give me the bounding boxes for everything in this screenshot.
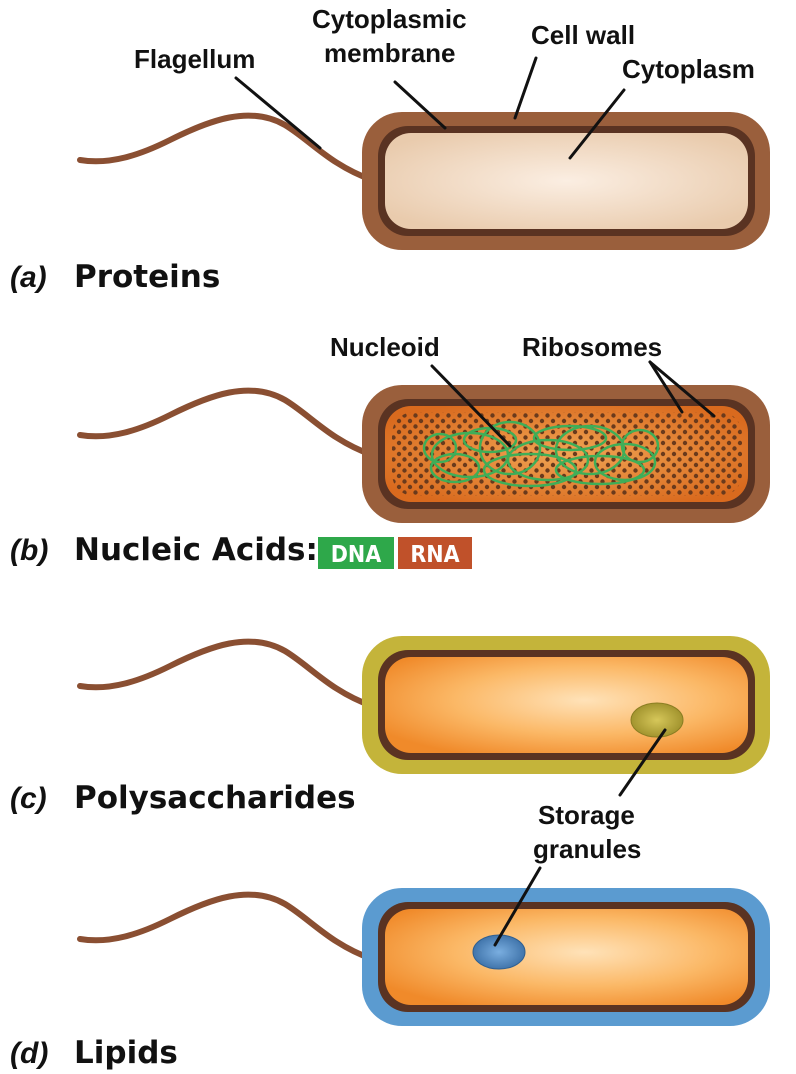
label-membrane-line2: membrane xyxy=(324,38,456,68)
panel-d: (d) Lipids xyxy=(10,868,770,1071)
leader-cell-wall xyxy=(515,58,536,118)
flagellum-d xyxy=(80,895,372,959)
cytoplasm-a xyxy=(385,133,748,229)
flagellum-a xyxy=(80,116,372,180)
panel-a: Flagellum Cytoplasmic membrane Cell wall… xyxy=(10,4,770,295)
caption-letter-c: (c) xyxy=(10,782,47,815)
label-flagellum: Flagellum xyxy=(134,44,255,74)
flagellum-c xyxy=(80,642,372,706)
storage-granule-c xyxy=(631,703,683,737)
ribosomes xyxy=(392,412,742,496)
caption-letter-a: (a) xyxy=(10,261,47,294)
label-nucleoid: Nucleoid xyxy=(330,332,440,362)
tag-rna: RNA xyxy=(410,542,459,568)
caption-c: Polysaccharides xyxy=(74,780,356,816)
panel-c: (c) Polysaccharides Storage granules xyxy=(10,636,770,864)
caption-b: Nucleic Acids: xyxy=(74,532,318,568)
caption-d: Lipids xyxy=(74,1035,178,1071)
label-ribosomes: Ribosomes xyxy=(522,332,662,362)
caption-letter-b: (b) xyxy=(10,534,48,567)
cytoplasm-c xyxy=(385,657,748,753)
label-cell-wall: Cell wall xyxy=(531,20,635,50)
tag-dna: DNA xyxy=(331,542,382,568)
label-cytoplasm: Cytoplasm xyxy=(622,54,755,84)
label-membrane-line1: Cytoplasmic xyxy=(312,4,467,34)
cytoplasm-d xyxy=(385,909,748,1005)
flagellum-b xyxy=(80,391,372,455)
panel-b: Nucleoid Ribosomes (b) Nucleic Acids: DN… xyxy=(10,332,770,569)
label-storage-line2: granules xyxy=(533,834,641,864)
caption-letter-d: (d) xyxy=(10,1037,48,1070)
label-storage-line1: Storage xyxy=(538,800,635,830)
caption-a: Proteins xyxy=(74,259,220,295)
